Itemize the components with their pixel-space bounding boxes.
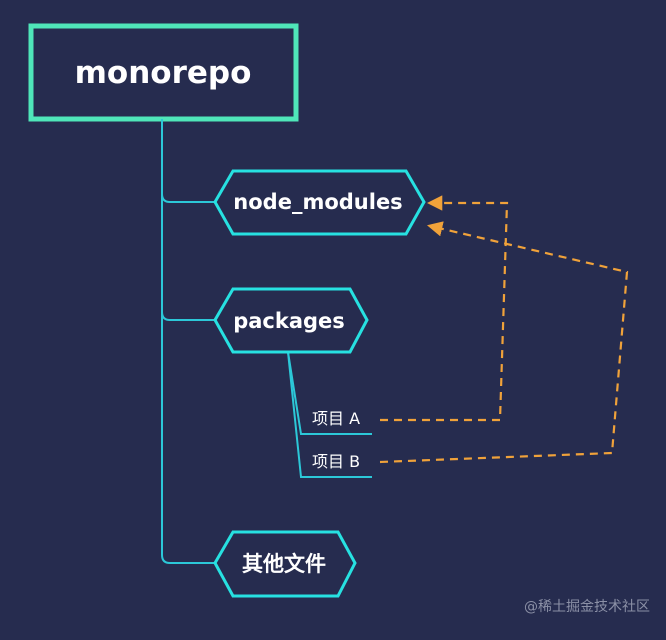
node-node-modules-shape <box>213 169 426 236</box>
trunk-line <box>161 119 215 564</box>
node-packages-shape <box>213 287 369 354</box>
tree-connectors <box>161 119 372 564</box>
branch-project-a <box>287 351 372 435</box>
node-node-modules-label: node_modules <box>233 190 402 214</box>
branch-project-b <box>287 351 372 478</box>
root-node: monorepo <box>28 23 299 122</box>
arrow-project-b-to-node-modules <box>379 221 629 464</box>
node-other-files-shape <box>213 530 357 598</box>
branch-node-modules <box>161 193 215 203</box>
node-other-files: 其他文件 <box>213 530 357 598</box>
arrow-project-a-to-node-modules <box>380 195 509 422</box>
dependency-arrows <box>379 195 629 464</box>
node-other-files-label: 其他文件 <box>242 552 326 576</box>
watermark-text: @稀土掘金技术社区 <box>524 599 650 615</box>
project-b-label: 项目 B <box>312 452 360 471</box>
node-packages-label: packages <box>233 309 345 333</box>
node-packages: packages <box>213 287 369 354</box>
node-node-modules: node_modules <box>213 169 426 236</box>
project-a-label: 项目 A <box>312 409 360 428</box>
root-box <box>28 23 299 122</box>
branch-packages <box>161 311 215 321</box>
root-label: monorepo <box>75 55 252 91</box>
